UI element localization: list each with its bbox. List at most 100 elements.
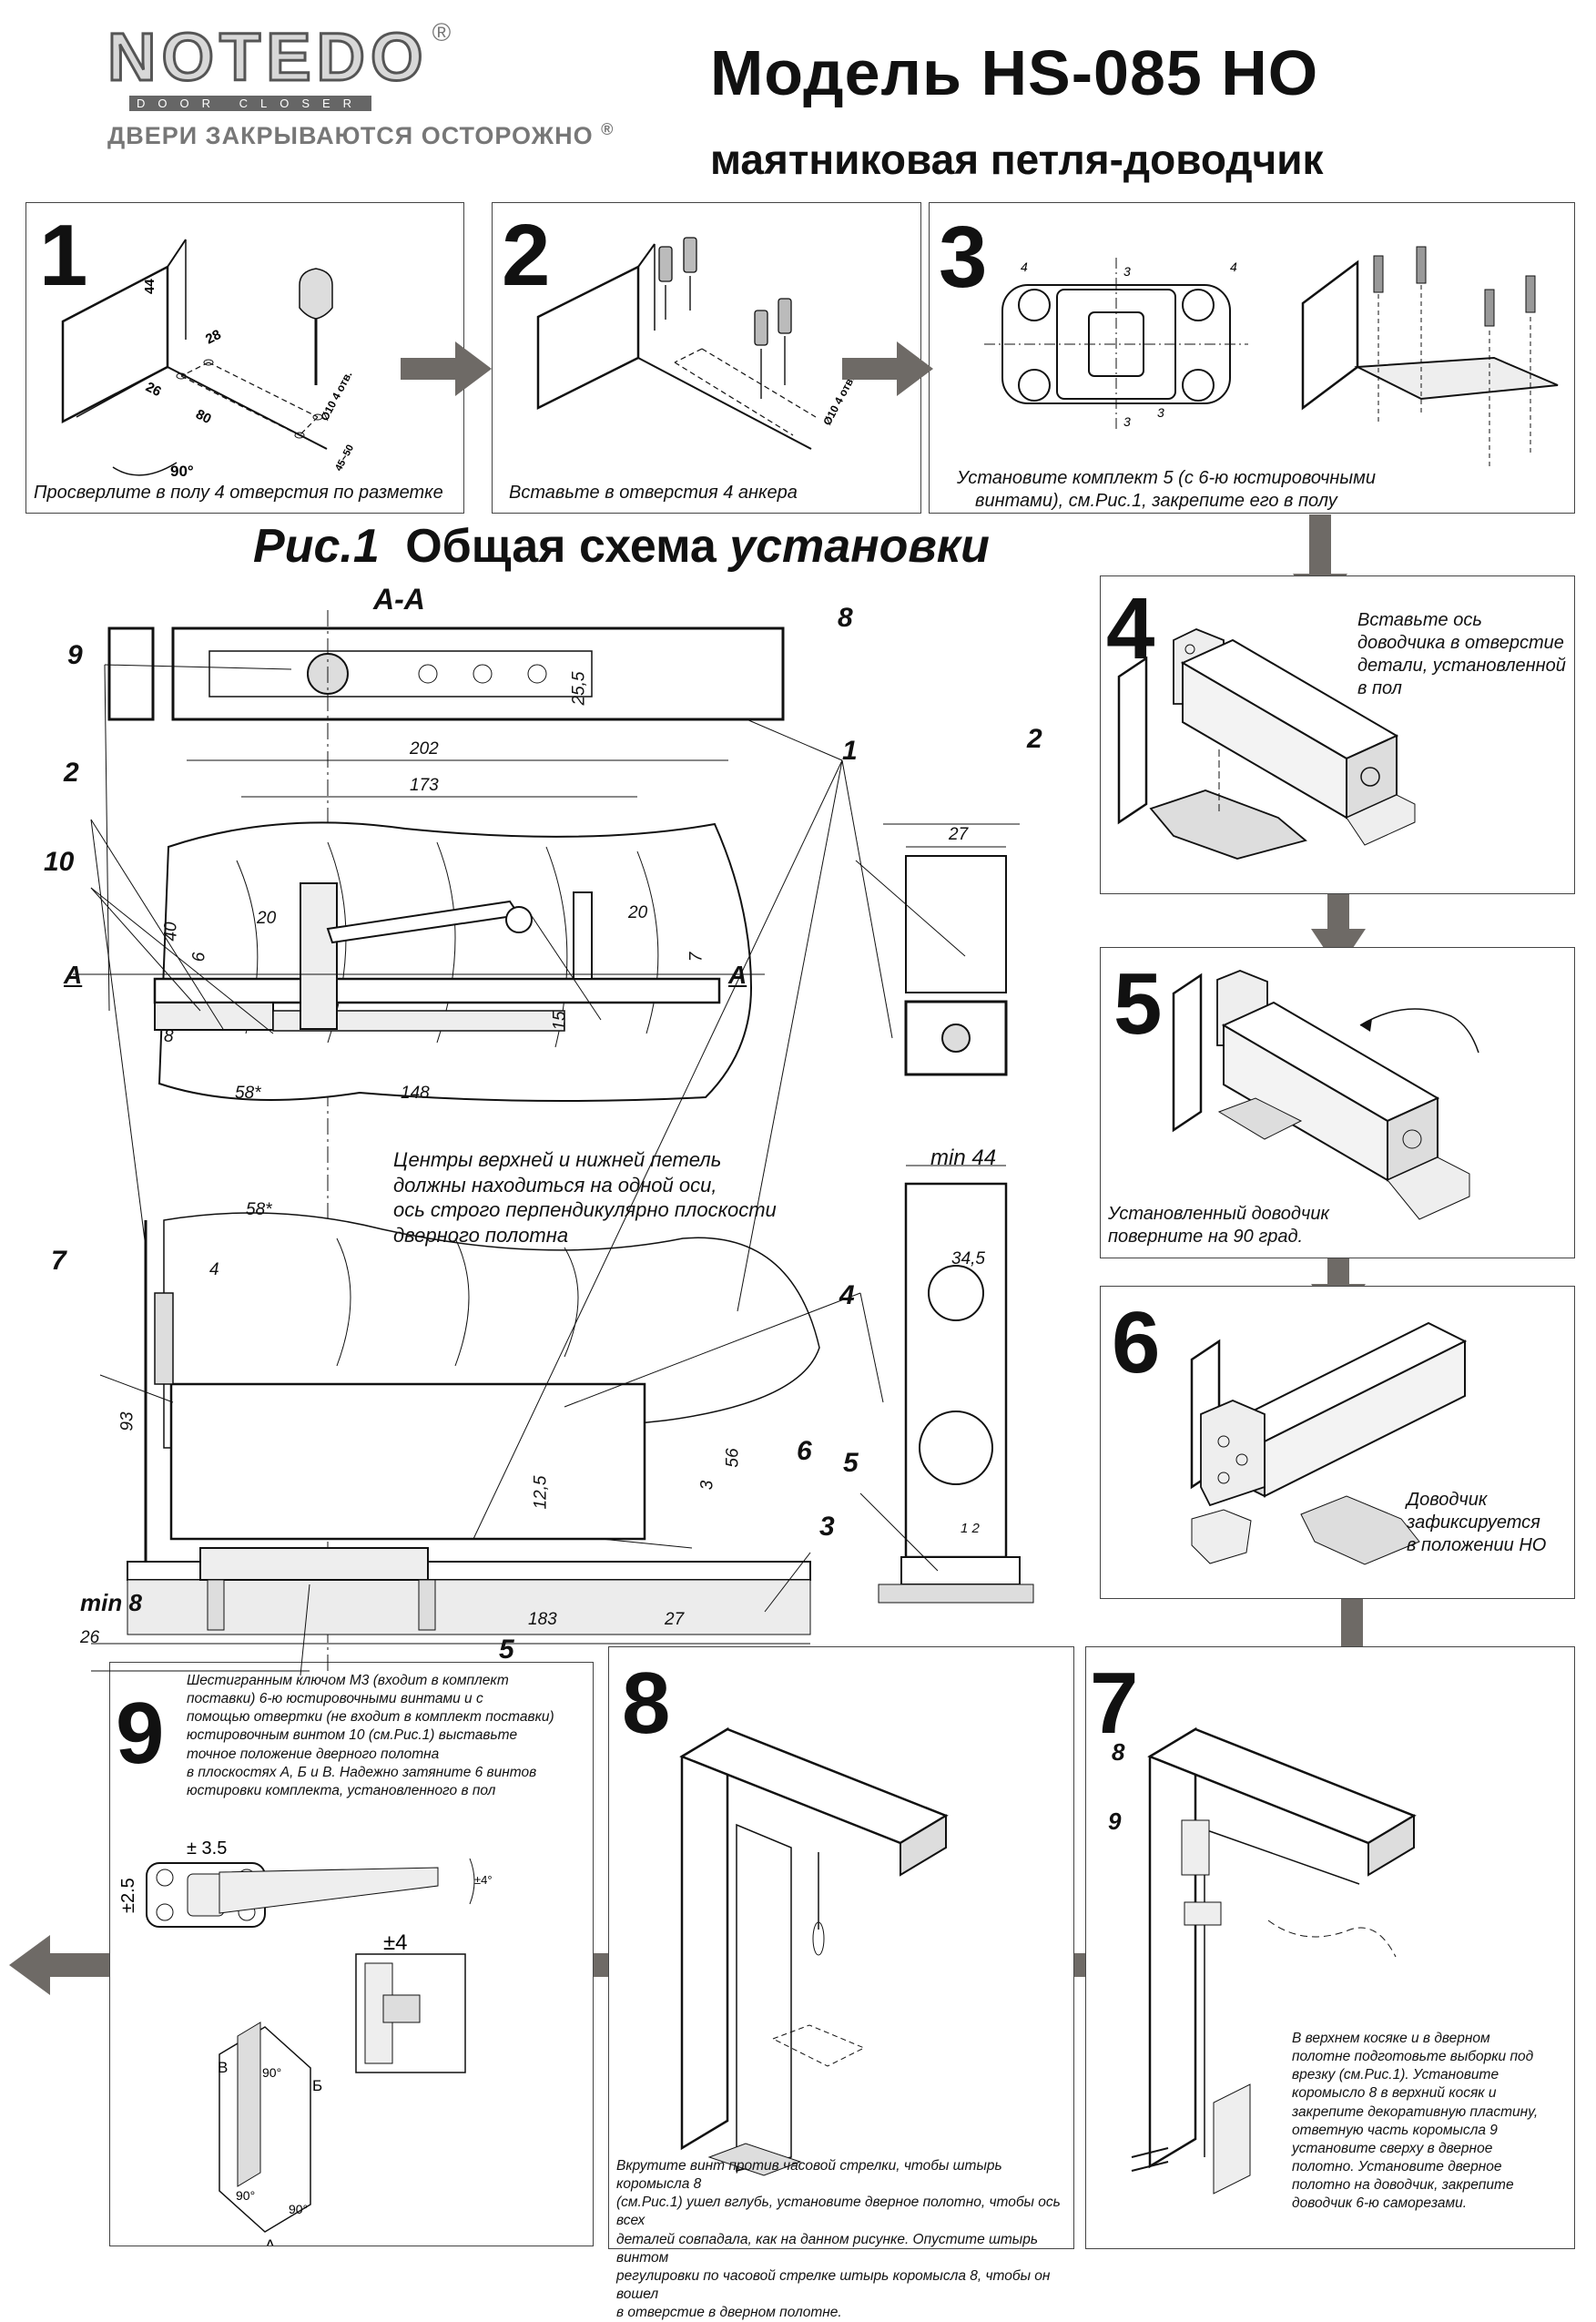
step-7-caption-line4: коромысло 8 в верхний косяк и [1292,2085,1497,2102]
dim-183: 183 [528,1610,557,1629]
step-3-caption-line2: винтами), см.Рис.1, закрепите его в полу [975,491,1337,511]
step-4-caption-line2: доводчика в отверстие [1357,633,1564,653]
dim-148: 148 [401,1084,430,1103]
section-mark-a-right: А [728,961,747,989]
page-title: Модель HS-085 НО [710,37,1319,108]
step-7-caption-line5: закрепите декоративную пластину, [1292,2103,1539,2120]
step-2-drawing: Ø10 4 отв. [536,237,858,450]
step-3-caption-line1: Установите комплект 5 (с 6-ю юстировочны… [957,468,1376,488]
part-label-9: 9 [67,640,83,670]
step-1-panel: 1 44 28 26 80 90° Ø10 4 отв. 45~50 Просв… [25,202,464,514]
step-3-drawing: 4 3 3 4 3 [984,246,1559,467]
s9-plane-b: Б [312,2077,322,2094]
step-6-number: 6 [1112,1294,1161,1391]
s9-angle-2: 90° [236,2188,255,2203]
brand-subtitle: DOOR CLOSER [129,96,372,111]
dim-56: 56 [723,1448,743,1468]
s1-dim-28: 28 [203,327,224,348]
step-4-drawing [1117,628,1416,860]
step-6-caption-line2: зафиксируется [1407,1512,1540,1533]
step-9-caption: Шестигранным ключом М3 (входит в комплек… [187,1672,554,1800]
dim-15: 15 [550,1011,570,1031]
step-2-number: 2 [502,207,551,304]
s9-angle-1: 90° [262,2065,281,2080]
part-label-3: 3 [819,1512,835,1542]
step-8-caption-line5: в отверстие в дверном полотне. [616,2305,842,2321]
step-9-caption-line2: поставки) 6-ю юстировочными винтами и с [187,1691,483,1707]
dim-40: 40 [161,922,181,942]
axis-note-line4: дверного полотна [393,1223,569,1247]
dim-20-right: 20 [628,903,648,922]
arrow-step2-to-step3 [842,341,933,396]
arrow-step1-to-step2 [401,341,492,396]
part-label-2-left: 2 [64,758,79,788]
s9-dim-35: ± 3.5 [187,1838,227,1859]
part-label-2-right: 2 [1027,724,1042,754]
step-2-caption: Вставьте в отверстия 4 анкера [509,483,798,503]
step-7-caption-line1: В верхнем косяке и в дверном [1292,2031,1490,2046]
part-label-8: 8 [838,603,853,633]
step-5-caption-line1: Установленный доводчик [1108,1204,1329,1224]
step-6-drawing [1190,1321,1468,1565]
step-7-caption-line8: полотно. Установите дверное [1292,2158,1502,2174]
step-9-panel: 9 Шестигранным ключом М3 (входит в компл… [109,1662,594,2246]
part-label-4: 4 [839,1280,855,1310]
part-label-5-bottom: 5 [499,1635,514,1665]
dim-8: 8 [164,1027,174,1046]
dim-27-side: 27 [949,825,969,844]
step-8-drawing [679,1726,949,2176]
dim-25-5: 25,5 [569,671,589,706]
brand-logo: NOTEDO ® DOOR CLOSER [107,18,617,112]
dim-7: 7 [686,952,707,962]
step-9-caption-line4: юстировочным винтом 10 (см.Рис.1) выстав… [187,1727,518,1744]
dim-4-front: 4 [209,1260,219,1279]
figure-labels: А-А А А 1 2 2 3 4 5 5 6 7 8 9 10 202 173… [44,583,1042,1665]
step-8-caption-line1: Вкрутите винт против часовой стрелки, чт… [616,2158,1002,2193]
axis-note: Центры верхней и нижней петель должны на… [393,1147,777,1248]
dim-12-5: 12,5 [531,1475,551,1510]
s9-plane-v: В [218,2059,228,2076]
step-6-panel: 6 Доводчик зафиксируется в положении НО [1100,1286,1575,1599]
step-3-number: 3 [939,209,988,306]
brand-registered-mark: ® [432,18,452,46]
step-7-number: 7 [1090,1655,1139,1752]
dim-1-2: 1 2 [961,1521,980,1536]
part-label-7: 7 [51,1246,66,1276]
figure-title: Рис.1 Общая схема установки [253,519,990,574]
step-5-caption: Установленный доводчик поверните на 90 г… [1108,1203,1329,1248]
step-9-caption-line3: помощью отвертки (не входит в комплект п… [187,1709,554,1726]
axis-note-line3: ось строго перпендикулярно плоскости [393,1198,777,1221]
step-5-drawing [1172,970,1479,1220]
step-9-drawing: ± 3.5 ±2.5 ±4° ±4 В Б А 90° 90° 90° [118,1838,493,2246]
page-subtitle: маятниковая петля-доводчик [710,136,1324,183]
step-8-number: 8 [622,1655,671,1752]
dim-min44: min 44 [930,1146,997,1170]
dim-min8: min 8 [80,1589,142,1616]
step-4-caption: Вставьте ось доводчика в отверстие детал… [1357,609,1566,700]
s1-dim-44: 44 [142,279,158,294]
dim-20-left: 20 [257,909,277,928]
step-7-caption-line3: врезку (см.Рис.1). Установите [1292,2067,1499,2083]
axis-note-line2: должны находиться на одной оси, [393,1173,717,1197]
step-7-label-9: 9 [1108,1808,1122,1835]
part-label-1: 1 [842,736,858,766]
part-label-10: 10 [44,847,75,877]
step-7-caption-line10: доводчик 6-ю саморезами. [1292,2195,1468,2212]
s3-dim-3c: 3 [1157,405,1164,420]
dim-3: 3 [697,1480,717,1491]
step-6-caption-line1: Доводчик [1407,1490,1488,1510]
dim-58-bottom: 58* [246,1200,272,1219]
step-3-panel: 3 4 3 3 4 3 Установите комплект 5 (с 6-ю… [929,202,1575,514]
step-8-panel: 8 Вкрутите винт против часовой стрелки, … [608,1646,1074,2320]
tagline-text: ДВЕРИ ЗАКРЫВАЮТСЯ ОСТОРОЖНО [107,122,594,149]
step-7-caption-line9: полотно на доводчик, закрепите [1292,2177,1514,2194]
step-3-caption: Установите комплект 5 (с 6-ю юстировочны… [957,467,1376,513]
s9-dim-4deg: ±4° [474,1873,493,1887]
figure-title-part2: установки [729,520,990,573]
s3-dim-3a: 3 [1123,264,1131,279]
section-mark-a-left: А [64,961,83,989]
step-5-caption-line2: поверните на 90 град. [1108,1227,1304,1247]
step-9-caption-line1: Шестигранным ключом М3 (входит в комплек… [187,1673,509,1688]
step-5-number: 5 [1113,955,1163,1053]
s1-dim-26: 26 [143,379,164,400]
